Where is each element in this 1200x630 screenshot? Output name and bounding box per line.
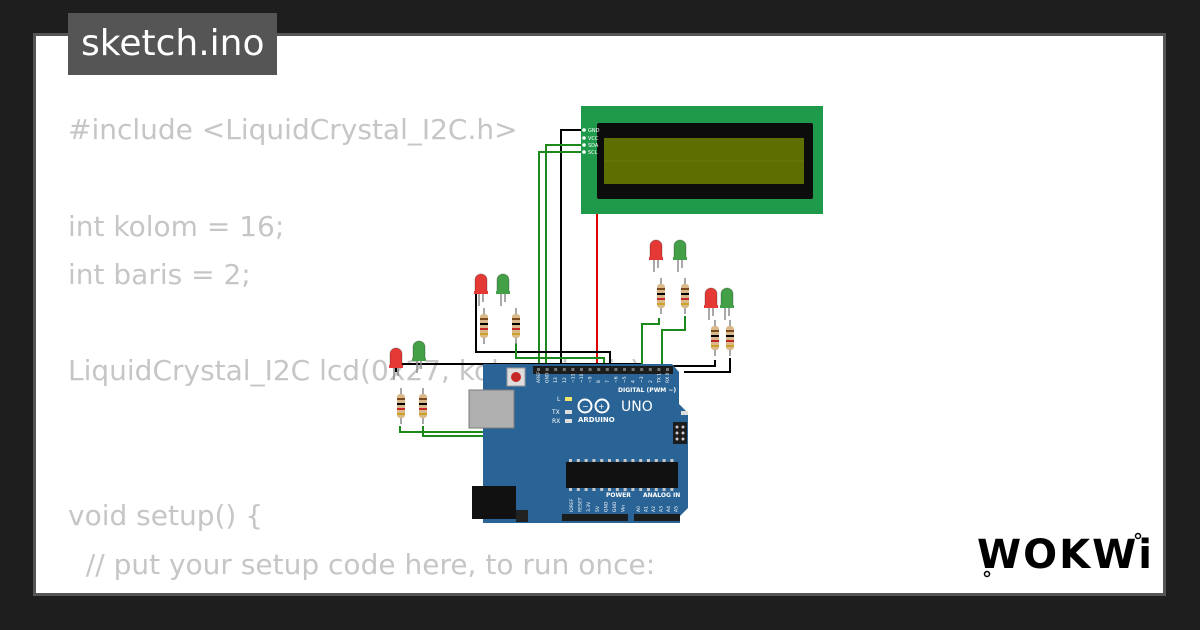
digital-pin-label: 8	[596, 380, 602, 383]
analog-pin-label: A2	[651, 506, 657, 512]
board-brand-label: ARDUINO	[578, 416, 615, 424]
wire-right-bottom-signal	[684, 358, 731, 373]
led-label-l: L	[557, 396, 561, 403]
digital-header	[533, 366, 673, 374]
on-led-label: ON	[692, 411, 701, 418]
code-editor[interactable]: #include <LiquidCrystal_I2C.h> int kolom…	[68, 106, 656, 593]
analog-header-label: ANALOG IN	[643, 492, 680, 499]
led-green-right-top[interactable]	[673, 239, 687, 272]
led-red-right-top[interactable]	[649, 239, 663, 272]
digital-pin-label: ~3	[639, 376, 645, 383]
lcd-pin-label-gnd: GND	[588, 128, 600, 134]
lcd-pin-header: GND VCC SDA SCL	[582, 128, 600, 156]
resistor-right-top-1[interactable]	[657, 278, 665, 314]
resistor-left-1[interactable]	[397, 388, 405, 424]
power-pin-label: 3.3V	[586, 501, 592, 512]
power-header	[562, 514, 628, 521]
power-pin-label: Vin	[621, 505, 627, 512]
resistor-right-top-2[interactable]	[681, 278, 689, 314]
digital-pin-label: 12	[562, 377, 568, 383]
wokwi-logo-text: WOKWi	[977, 532, 1151, 578]
analog-pin-label: A1	[644, 506, 650, 512]
wire-lcd-sda	[545, 144, 582, 374]
wire-right-top-gnd	[641, 318, 660, 370]
digital-pin-label: GND	[545, 372, 551, 383]
analog-pin-label: A4	[666, 506, 672, 512]
digital-pin-label: ~10	[579, 373, 585, 383]
analog-pin-label: A5	[674, 506, 680, 512]
power-pin-label: 5V	[595, 505, 601, 512]
file-name-tab[interactable]: sketch.ino	[68, 13, 278, 75]
wokwi-logo: WOKWi	[977, 532, 1151, 578]
digital-pin-label: AREF	[536, 371, 542, 383]
power-pin-label: GND	[612, 501, 618, 512]
digital-pin-label: TX 1	[656, 373, 662, 384]
power-pin-label: GND	[603, 501, 609, 512]
digital-pin-label: 7	[605, 380, 611, 383]
code-line: int kolom = 16;	[68, 209, 285, 243]
led-label-tx: TX	[551, 409, 560, 416]
power-jack	[472, 486, 516, 519]
wire-right-bottom-gnd	[671, 360, 716, 370]
board-model-label: UNO	[621, 399, 653, 415]
svg-text:−: −	[582, 402, 589, 411]
digital-header-label: DIGITAL (PWM ~)	[618, 387, 676, 394]
wire-mid-led-gnd	[475, 293, 611, 370]
analog-pin-label: A0	[636, 506, 642, 512]
atmega-chip	[566, 459, 678, 491]
resistor-right-bottom-1[interactable]	[711, 320, 719, 356]
analog-pin-label: A3	[659, 506, 665, 512]
resistor-right-bottom-2[interactable]	[726, 320, 734, 356]
power-header-label: POWER	[606, 492, 631, 499]
code-line: // put your setup code here, to run once…	[68, 547, 656, 581]
resistor-mid-1[interactable]	[480, 308, 488, 344]
led-red-mid[interactable]	[474, 273, 488, 306]
code-line: #include <LiquidCrystal_I2C.h>	[68, 113, 518, 146]
resistor-mid-2[interactable]	[512, 308, 520, 344]
resistor-left-2[interactable]	[419, 388, 427, 424]
led-green-left[interactable]	[412, 340, 426, 373]
led-red-left[interactable]	[389, 347, 403, 380]
digital-pin-label: ~5	[622, 376, 628, 383]
digital-pin-label: ~9	[588, 376, 594, 383]
lcd-display[interactable]: GND VCC SDA SCL	[581, 106, 823, 214]
led-red-right-bottom[interactable]	[704, 287, 718, 320]
digital-pin-label: RX 0	[665, 372, 671, 383]
code-line: int baris = 2;	[68, 257, 251, 291]
led-resistor-components	[389, 239, 734, 424]
digital-pin-label: 2	[648, 380, 654, 383]
power-pin-label: IOREF	[569, 498, 575, 512]
digital-pin-label: 4	[631, 380, 637, 383]
code-line: void setup() {	[68, 499, 264, 533]
digital-pin-label: 13	[553, 377, 559, 383]
lcd-pin-label-vcc: VCC	[588, 136, 599, 142]
icsp-header	[673, 422, 687, 444]
led-label-rx: RX	[552, 418, 560, 425]
wire-right-top-signal	[661, 316, 686, 370]
led-green-mid[interactable]	[496, 273, 510, 306]
svg-text:+: +	[598, 402, 605, 411]
wire-lcd-scl	[538, 151, 582, 374]
analog-header	[634, 514, 680, 521]
lcd-pin-label-sda: SDA	[588, 143, 599, 149]
digital-pin-label: ~11	[570, 373, 576, 383]
usb-port	[468, 389, 515, 429]
status-leds: L TX RX	[551, 396, 572, 425]
lcd-pin-label-scl: SCL	[588, 150, 598, 156]
arduino-logo: − + ARDUINO	[577, 398, 615, 424]
led-green-right-bottom[interactable]	[720, 287, 734, 320]
digital-pin-label: ~6	[613, 376, 619, 383]
power-pin-label: RESET	[578, 497, 584, 512]
wire-lcd-gnd	[560, 129, 582, 374]
